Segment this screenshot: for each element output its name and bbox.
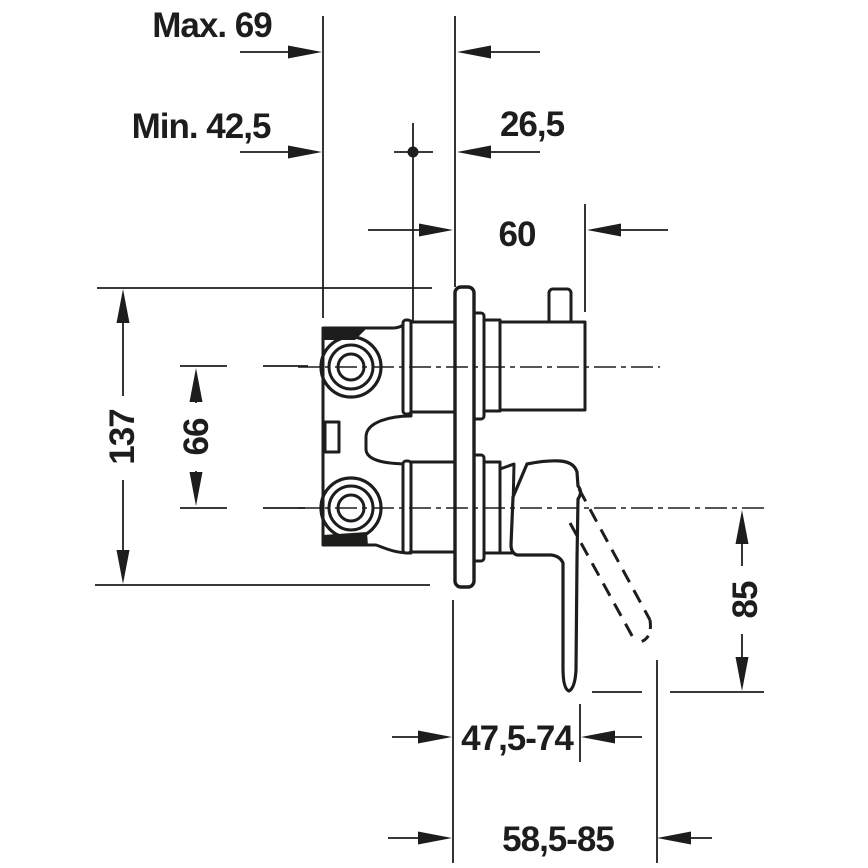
lower-cylinder (409, 460, 458, 554)
label-adjustment-range: 26,5 (500, 105, 565, 144)
label-projection-closed: 47,5-74 (461, 719, 574, 758)
dimension-arrowheads (116, 45, 749, 845)
wall-plate (453, 285, 476, 589)
label-projection-open: 58,5-85 (502, 820, 614, 859)
label-lever-drop: 85 (726, 581, 765, 618)
centerlines (298, 366, 764, 509)
wall-reference-marker (394, 123, 433, 322)
label-plate-height: 137 (103, 409, 142, 464)
dimension-lines (122, 51, 743, 839)
label-max-depth: Max. 69 (152, 6, 272, 45)
cartridge-cylinder (498, 320, 587, 412)
extension-lines (95, 16, 764, 863)
left-clip-tab (323, 420, 341, 454)
label-cartridge-length: 60 (499, 215, 536, 254)
label-port-spacing: 66 (177, 418, 216, 455)
handle-lever-open-dashed (568, 488, 652, 645)
upper-ring (482, 318, 502, 413)
handle-lever-closed (509, 459, 583, 693)
label-min-depth: Min. 42,5 (132, 107, 271, 146)
label-backings (101, 396, 767, 634)
